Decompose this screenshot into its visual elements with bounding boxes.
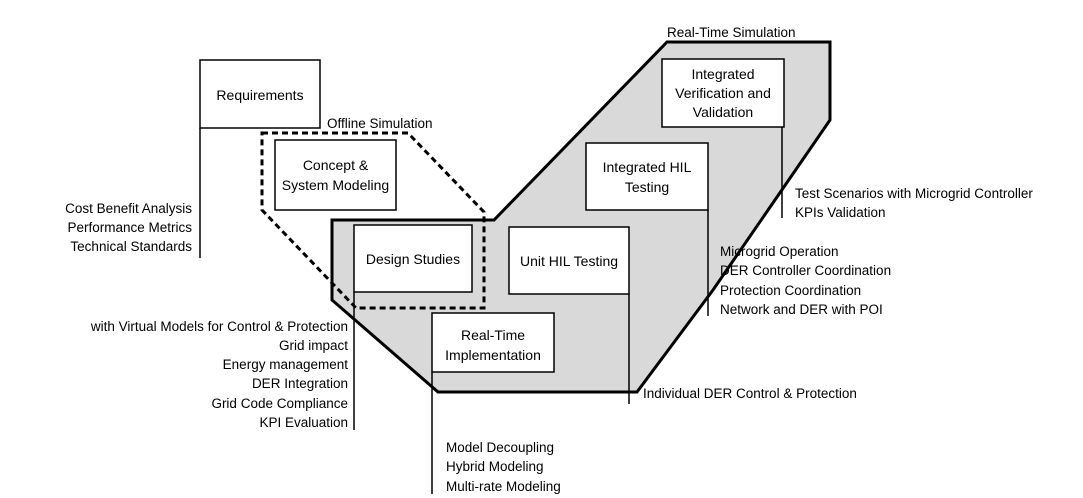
- svg-text:Hybrid Modeling: Hybrid Modeling: [446, 459, 544, 474]
- svg-text:Energy management: Energy management: [223, 357, 349, 372]
- svg-text:Technical Standards: Technical Standards: [70, 239, 192, 254]
- integrated-hil-testing-box: Integrated HIL Testing: [585, 142, 709, 211]
- svg-text:Validation: Validation: [693, 104, 753, 120]
- integrated-verification-validation-box: Integrated Verification and Validation: [661, 58, 785, 128]
- implementation-notes: Model Decoupling Hybrid Modeling Multi-r…: [446, 440, 561, 494]
- integrated-hil-notes: Microgrid Operation DER Controller Coord…: [720, 244, 891, 317]
- svg-text:KPIs Validation: KPIs Validation: [795, 205, 886, 220]
- svg-text:Grid impact: Grid impact: [279, 338, 348, 353]
- svg-text:Test Scenarios with Microgrid: Test Scenarios with Microgrid Controller: [795, 186, 1033, 201]
- svg-text:Performance Metrics: Performance Metrics: [67, 220, 192, 235]
- svg-text:Unit HIL Testing: Unit HIL Testing: [520, 253, 618, 269]
- svg-text:Grid Code Compliance: Grid Code Compliance: [211, 396, 348, 411]
- svg-text:Integrated: Integrated: [691, 66, 754, 82]
- svg-text:System Modeling: System Modeling: [282, 177, 389, 193]
- unit-hil-notes: Individual DER Control & Protection: [643, 386, 857, 401]
- svg-text:Design Studies: Design Studies: [366, 251, 460, 267]
- svg-text:Cost Benefit Analysis: Cost Benefit Analysis: [65, 201, 192, 216]
- svg-text:DER Controller Coordination: DER Controller Coordination: [720, 263, 891, 278]
- svg-text:Multi-rate Modeling: Multi-rate Modeling: [446, 479, 561, 494]
- real-time-implementation-box: Real-Time Implementation: [431, 312, 555, 373]
- svg-text:Real-Time: Real-Time: [461, 327, 525, 343]
- requirements-box: Requirements: [199, 59, 321, 129]
- svg-text:Concept &: Concept &: [303, 157, 369, 173]
- svg-text:DER Integration: DER Integration: [252, 376, 348, 391]
- svg-text:Implementation: Implementation: [445, 347, 541, 363]
- svg-text:Model Decoupling: Model Decoupling: [446, 440, 554, 455]
- real-time-simulation-region: [330, 40, 832, 394]
- svg-text:KPI Evaluation: KPI Evaluation: [259, 415, 348, 430]
- ivv-notes: Test Scenarios with Microgrid Controller…: [795, 186, 1033, 220]
- svg-text:Protection Coordination: Protection Coordination: [720, 283, 861, 298]
- svg-text:Microgrid Operation: Microgrid Operation: [720, 244, 839, 259]
- unit-hil-testing-box: Unit HIL Testing: [508, 226, 630, 295]
- svg-text:Network and DER with POI: Network and DER with POI: [720, 302, 883, 317]
- svg-text:Individual DER Control & Prote: Individual DER Control & Protection: [643, 386, 857, 401]
- svg-text:with Virtual Models for Contro: with Virtual Models for Control & Protec…: [90, 319, 348, 334]
- concept-system-modeling-box: Concept & System Modeling: [274, 139, 397, 211]
- svg-text:Requirements: Requirements: [216, 87, 303, 103]
- requirements-notes: Cost Benefit Analysis Performance Metric…: [65, 201, 192, 254]
- offline-simulation-region: [260, 131, 486, 310]
- offline-simulation-label: Offline Simulation: [327, 116, 433, 131]
- svg-text:Integrated HIL: Integrated HIL: [603, 159, 692, 175]
- svg-text:Testing: Testing: [625, 179, 669, 195]
- real-time-simulation-label: Real-Time Simulation: [667, 25, 796, 40]
- design-studies-box: Design Studies: [353, 224, 473, 293]
- svg-text:Verification and: Verification and: [675, 85, 771, 101]
- design-notes: with Virtual Models for Control & Protec…: [90, 319, 348, 430]
